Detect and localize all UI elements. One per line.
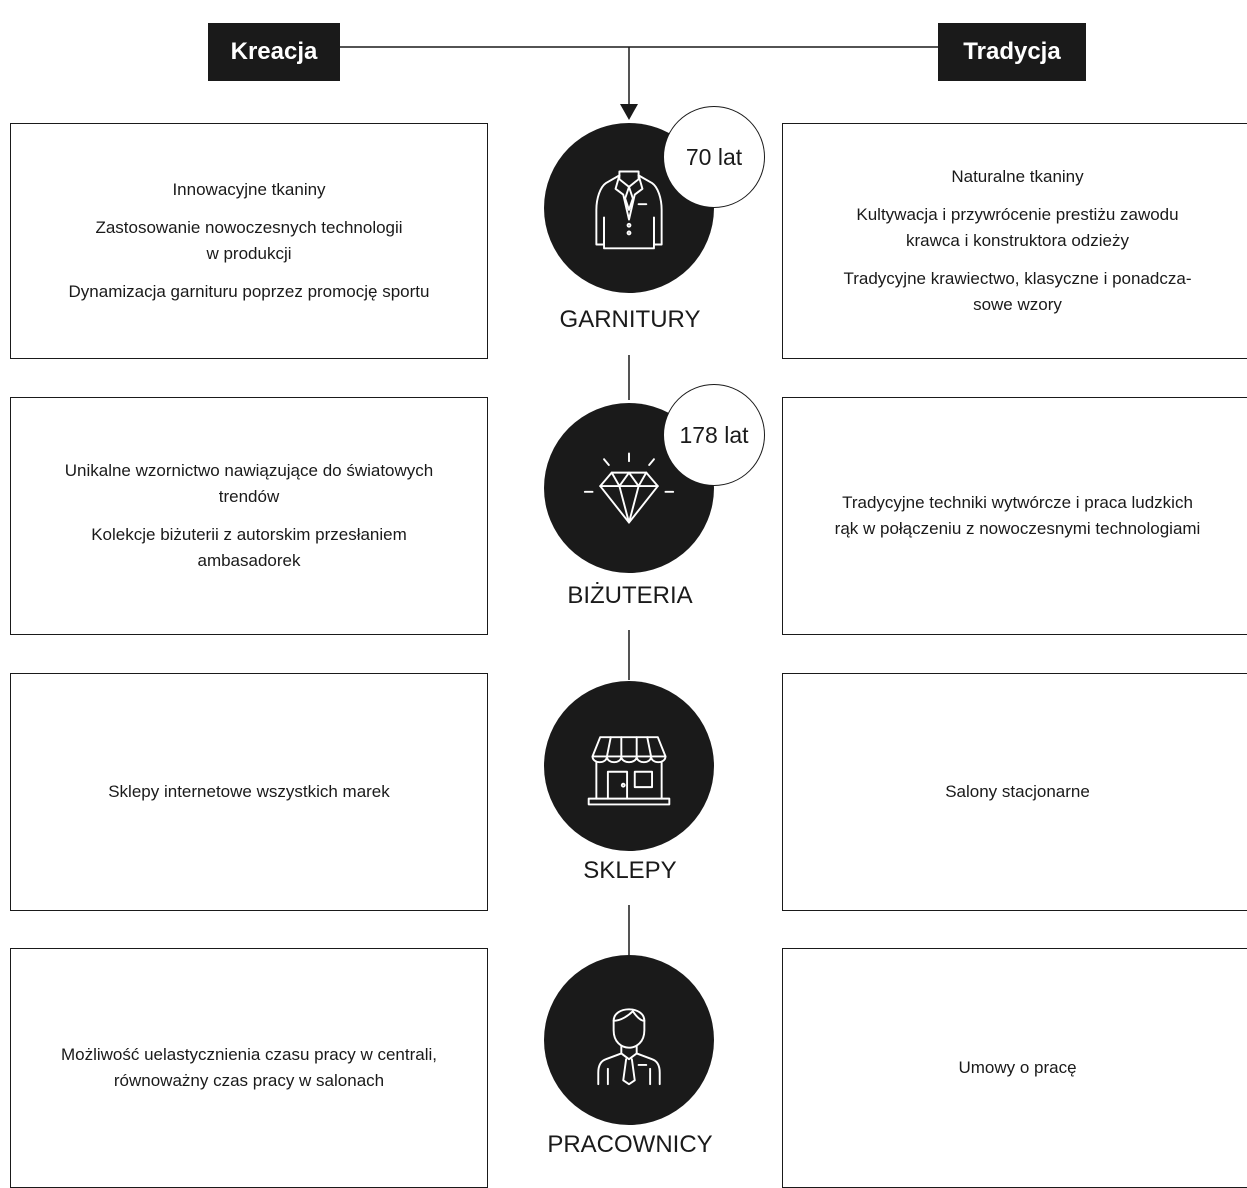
bizuteria-kreacja-box: Unikalne wzornictwo nawiązujące do świat… <box>10 397 488 635</box>
box-text: Tradycyjne krawiectwo, klasyczne i ponad… <box>843 269 1192 314</box>
arrow-head-icon <box>620 104 638 120</box>
garnitury-tradycja-box: Naturalne tkaniny Kultywacja i przywróce… <box>782 123 1247 359</box>
pracownicy-tradycja-box: Umowy o pracę <box>782 948 1247 1188</box>
category-label-bizuteria: BIŻUTERIA <box>567 582 693 609</box>
box-text: Salony stacjonarne <box>945 782 1090 801</box>
sklepy-tradycja-box: Salony stacjonarne <box>782 673 1247 911</box>
pracownicy-kreacja-box: Możliwość uelastycznienia czasu pracy w … <box>10 948 488 1188</box>
category-label-pracownicy: PRACOWNICY <box>547 1131 713 1158</box>
box-text: Unikalne wzornictwo nawiązujące do świat… <box>64 461 434 506</box>
box-text: Sklepy internetowe wszystkich marek <box>108 782 390 801</box>
box-text: Dynamizacja garnituru poprzez promocję s… <box>68 282 430 301</box>
category-label-sklepy: SKLEPY <box>583 857 677 884</box>
bizuteria-years-badge: 178 lat <box>663 384 765 486</box>
sklepy-kreacja-box: Sklepy internetowe wszystkich marek <box>10 673 488 911</box>
bizuteria-tradycja-box: Tradycyjne techniki wytwórcze i praca lu… <box>782 397 1247 635</box>
box-text: Naturalne tkaniny <box>951 167 1084 186</box>
box-text: Zastosowanie nowoczesnych technologii w … <box>95 218 403 263</box>
box-text: Tradycyjne techniki wytwórcze i praca lu… <box>834 493 1201 538</box>
box-text: Umowy o pracę <box>958 1058 1077 1077</box>
tradycja-header: Tradycja <box>938 23 1086 81</box>
pracownicy-circle <box>544 955 714 1125</box>
sklepy-circle <box>544 681 714 851</box>
garnitury-circle <box>544 123 714 293</box>
box-text: Kolekcje biżuterii z autorskim przesłani… <box>91 525 407 570</box>
suit-jacket-icon <box>595 170 663 250</box>
box-text: Możliwość uelastycznienia czasu pracy w … <box>60 1045 438 1090</box>
garnitury-years-badge: 70 lat <box>663 106 765 208</box>
storefront-icon <box>587 736 671 806</box>
kreacja-header: Kreacja <box>208 23 340 81</box>
box-text: Innowacyjne tkaniny <box>172 180 326 199</box>
category-label-garnitury: GARNITURY <box>559 306 701 333</box>
garnitury-kreacja-box: Innowacyjne tkaniny Zastosowanie nowocze… <box>10 123 488 359</box>
employee-icon <box>597 1008 661 1086</box>
diamond-icon <box>583 452 675 524</box>
box-text: Kultywacja i przywrócenie prestiżu zawod… <box>856 205 1179 250</box>
